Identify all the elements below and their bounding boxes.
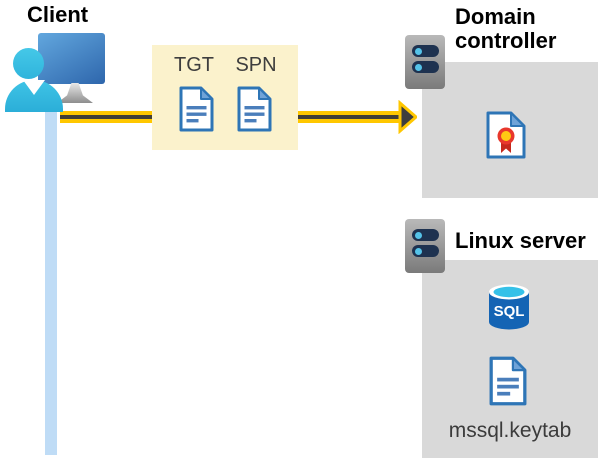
certificate-icon	[486, 111, 526, 159]
client-timeline-line	[45, 99, 57, 455]
keytab-document-icon	[489, 356, 527, 406]
server-led	[415, 47, 422, 55]
spn-label: SPN	[235, 54, 277, 76]
server-slot	[412, 245, 439, 257]
server-slot	[412, 61, 439, 73]
person-icon	[13, 48, 44, 79]
domain-controller-label: Domain controller	[455, 4, 557, 53]
sql-database-icon: SQL	[489, 284, 529, 330]
server-led	[415, 247, 422, 255]
linux-server-label: Linux server	[455, 228, 586, 253]
tgt-label: TGT	[174, 54, 214, 76]
sql-database-label: SQL	[494, 303, 525, 320]
server-slot	[412, 45, 439, 57]
monitor-icon	[38, 33, 105, 84]
monitor-stand	[57, 83, 93, 103]
server-led	[415, 63, 422, 71]
server-led	[415, 231, 422, 239]
linux-server-icon	[405, 219, 445, 273]
client-label: Client	[27, 2, 89, 27]
domain-controller-server-icon	[405, 35, 445, 89]
spn-document-icon	[237, 86, 272, 132]
ticket-box: TGT SPN	[152, 45, 298, 150]
server-slot	[412, 229, 439, 241]
keytab-file-label: mssql.keytab	[448, 419, 572, 442]
tgt-document-icon	[179, 86, 214, 132]
